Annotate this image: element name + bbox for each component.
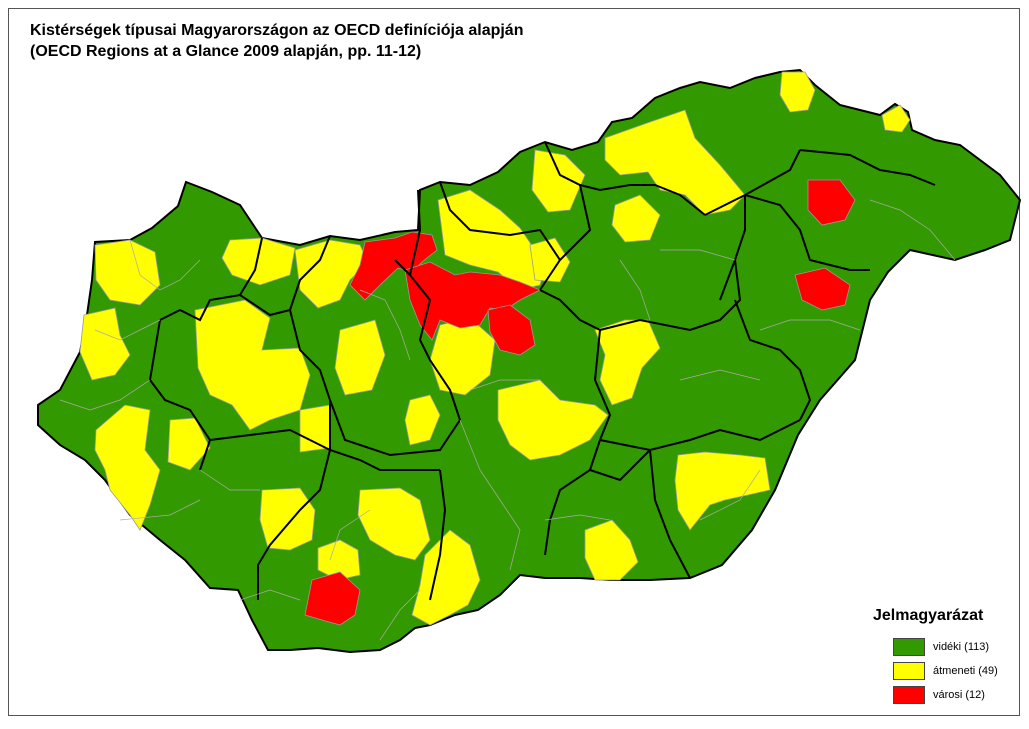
urban-regions — [304, 179, 856, 626]
map-title-line2: (OECD Regions at a Glance 2009 alapján, … — [30, 43, 422, 60]
legend-item-urban: városi (12) — [865, 683, 1015, 707]
legend-swatch-intermediate — [893, 662, 925, 680]
map-title-line1: Kistérségek típusai Magyarországon az OE… — [30, 22, 524, 39]
country-outline — [37, 68, 1022, 654]
map-legend: Jelmagyarázat vidéki (113) átmeneti (49)… — [865, 607, 1015, 707]
legend-item-rural: vidéki (113) — [865, 635, 1015, 659]
microregion-borders — [59, 199, 956, 641]
legend-title: Jelmagyarázat — [873, 607, 984, 624]
legend-label-rural: vidéki (113) — [933, 641, 990, 653]
legend-swatch-rural — [893, 638, 925, 656]
legend-label-urban: városi (12) — [933, 689, 985, 701]
map-title: Kistérségek típusai Magyarországon az OE… — [30, 20, 523, 62]
county-borders — [148, 141, 936, 601]
legend-item-intermediate: átmeneti (49) — [865, 659, 1015, 683]
legend-swatch-urban — [893, 686, 925, 704]
legend-label-intermediate: átmeneti (49) — [933, 665, 998, 677]
intermediate-regions — [79, 71, 911, 626]
